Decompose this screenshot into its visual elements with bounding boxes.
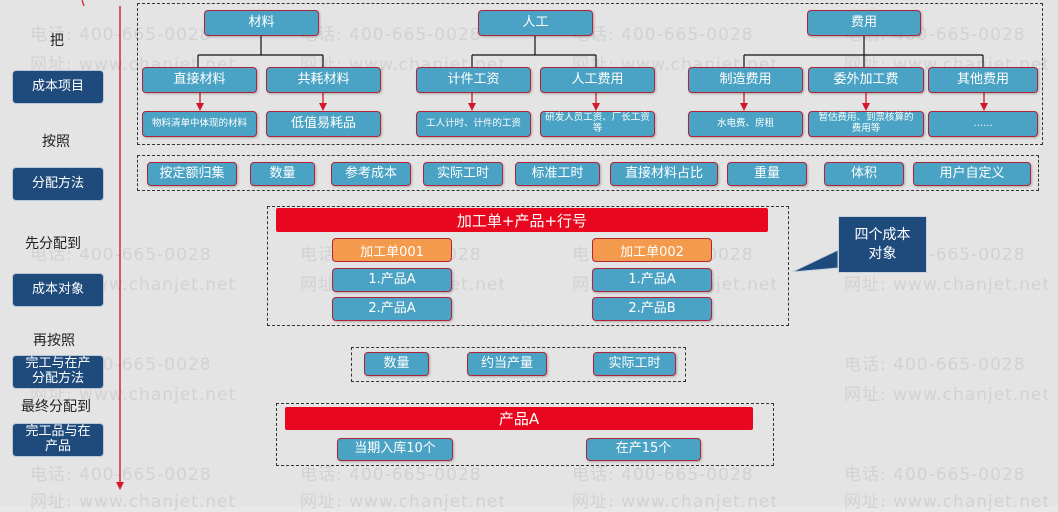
wip-quantity-box: 在产15个 (586, 438, 701, 461)
cost-object-step: 成本对象 (12, 273, 104, 307)
alloc-method-step: 分配方法 (12, 167, 104, 201)
manufacturing-cost-desc: 水电费、房租 (688, 111, 803, 137)
piece-wage-box: 计件工资 (416, 67, 531, 93)
cost-items-group (137, 3, 1043, 145)
wip-method-equivalent: 约当产量 (467, 352, 547, 376)
alloc-method-std-hours: 标准工时 (515, 162, 600, 186)
common-materials-desc: 低值易耗品 (266, 111, 381, 137)
flow-label-zai-anzhao: 再按照 (33, 333, 75, 349)
piece-wage-desc: 工人计时、计件的工资 (416, 111, 531, 137)
order2-item-1: 1.产品A (592, 268, 712, 292)
alloc-method-weight: 重量 (727, 162, 807, 186)
product-header: 产品A (285, 407, 753, 430)
labor-box: 人工 (478, 10, 593, 36)
flow-label-first-alloc: 先分配到 (25, 236, 81, 252)
outsourcing-fee-desc: 暂估费用、到票核算的费用等 (808, 111, 924, 137)
flow-label-ba: 把 (50, 33, 64, 49)
common-materials-box: 共耗材料 (266, 67, 381, 93)
alloc-method-ref-cost: 参考成本 (331, 162, 411, 186)
flow-label-anzhao: 按照 (42, 134, 70, 150)
direct-materials-box: 直接材料 (142, 67, 257, 93)
product-group (276, 403, 774, 466)
materials-box: 材料 (204, 10, 319, 36)
other-expenses-box: 其他费用 (928, 67, 1038, 93)
expenses-box: 费用 (807, 10, 921, 36)
wip-method-actual-hours: 实际工时 (593, 352, 676, 376)
order2-item-2: 2.产品B (592, 297, 712, 321)
cost-objects-group (267, 206, 789, 326)
order1-item-1: 1.产品A (332, 268, 452, 292)
work-order-002: 加工单002 (592, 238, 712, 262)
wip-methods-group (351, 347, 686, 382)
labor-cost-desc: 研发人员工资、厂长工资等 (540, 111, 655, 137)
manufacturing-cost-box: 制造费用 (688, 67, 803, 93)
cost-object-header: 加工单+产品+行号 (276, 208, 768, 232)
outsourcing-fee-box: 委外加工费 (808, 67, 924, 93)
order1-item-2: 2.产品A (332, 297, 452, 321)
flow-label-final-alloc: 最终分配到 (21, 399, 91, 415)
other-expenses-desc: …… (928, 111, 1038, 137)
alloc-method-custom: 用户自定义 (913, 162, 1031, 186)
wip-method-step: 完工与在产分配方法 (12, 355, 104, 389)
alloc-method-quota: 按定额归集 (147, 162, 237, 186)
work-order-001: 加工单001 (332, 238, 452, 262)
labor-cost-box: 人工费用 (540, 67, 655, 93)
finished-wip-step: 完工品与在产品 (12, 423, 104, 457)
alloc-methods-group (137, 155, 1039, 191)
wip-method-quantity: 数量 (364, 352, 429, 376)
stored-quantity-box: 当期入库10个 (337, 438, 453, 461)
alloc-method-actual-hours: 实际工时 (423, 162, 503, 186)
cost-items-step: 成本项目 (12, 70, 104, 104)
four-cost-objects-callout: 四个成本对象 (838, 216, 927, 273)
alloc-method-volume: 体积 (824, 162, 904, 186)
direct-materials-desc: 物料清单中体现的材料 (142, 111, 257, 137)
alloc-method-material-ratio: 直接材料占比 (610, 162, 718, 186)
alloc-method-quantity: 数量 (250, 162, 315, 186)
